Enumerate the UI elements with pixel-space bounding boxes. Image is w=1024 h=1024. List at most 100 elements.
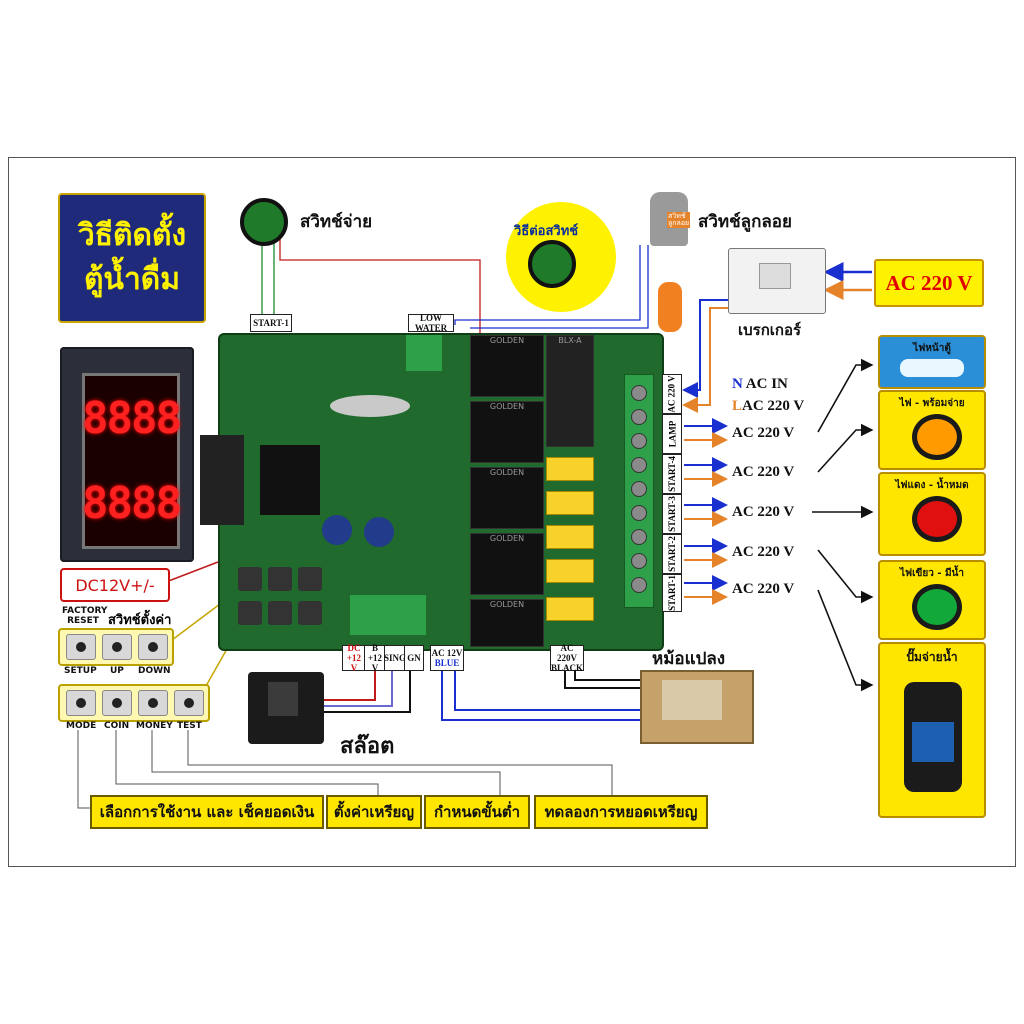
fuse-1 [546, 457, 594, 481]
terminal-start1-text: START-1 [667, 575, 678, 611]
sing-tag: SING [384, 645, 406, 671]
transformer-black-2 [574, 668, 650, 681]
test-button[interactable] [174, 690, 204, 716]
pump-label-plate [912, 722, 954, 762]
terminal-ac220-tag: AC 220 V [662, 374, 682, 414]
ac-in-n-text: AC IN [745, 376, 788, 392]
ac-out-start3: AC 220 V [732, 504, 795, 520]
pump-box: ปั๊มจ่ายน้ำ [878, 642, 986, 818]
bulb-icon [900, 359, 964, 377]
terminal-lamp-text: LAMP [667, 420, 677, 448]
up-label: UP [110, 666, 124, 676]
bottom-label-coin: ตั้งค่าเหรียญ [326, 795, 422, 829]
slot-blue [324, 668, 393, 707]
ac-in-l: L [732, 398, 743, 414]
orange-led-icon [912, 414, 962, 460]
display-connector [200, 435, 244, 525]
dc-tag-voltage: +12 V [346, 653, 362, 673]
onboard-buttons [238, 567, 330, 629]
red-lamp-box: ไฟแดง - น้ำหมด [878, 472, 986, 556]
push-switch-icon [528, 240, 576, 288]
terminal-lamp-tag: LAMP [662, 414, 682, 454]
led-display: 8888 8888 [60, 347, 194, 562]
b-tag: B+12 V [364, 643, 386, 673]
title-box: วิธีติดตั้ง ตู้น้ำดื่ม [58, 193, 206, 323]
red-lamp-caption: ไฟแดง - น้ำหมด [895, 480, 969, 491]
dc-label: DC12V+/- [60, 568, 170, 602]
battery-icon [330, 395, 410, 417]
switch-connect-circle: วิธีต่อสวิทช์ [506, 202, 616, 312]
transformer-blue [441, 668, 660, 721]
dc-tag-text: DC [347, 643, 361, 653]
up-button[interactable] [102, 634, 132, 660]
down-button[interactable] [138, 634, 168, 660]
transformer-blue-2 [454, 668, 660, 711]
capacitor-2 [364, 517, 394, 547]
breaker-label: เบรกเกอร์ [738, 321, 802, 339]
ac-in-l-text: AC 220 V [742, 398, 805, 414]
terminal-start2-tag: START-2 [662, 534, 682, 574]
terminal-start3-tag: START-3 [662, 494, 682, 534]
terminal-start4-text: START-4 [667, 456, 678, 492]
coin-button[interactable] [102, 690, 132, 716]
transformer-coil [662, 680, 722, 720]
red-led-icon [912, 496, 962, 542]
pump-icon [904, 682, 962, 792]
switch-connect-label: วิธีต่อสวิทช์ [514, 224, 579, 239]
relay-4: GOLDEN [470, 533, 544, 595]
relay-3: GOLDEN [470, 467, 544, 529]
bottom-leaders [77, 730, 613, 809]
down-label: DOWN [138, 666, 171, 676]
relay-1: GOLDEN [470, 335, 544, 397]
float-bob-icon [658, 282, 682, 332]
title-line1: วิธีติดตั้ง [77, 218, 187, 253]
mode-button[interactable] [66, 690, 96, 716]
main-relay: BLX-A [546, 335, 594, 447]
ac-out-lamp: AC 220 V [732, 425, 795, 441]
setup-button[interactable] [66, 634, 96, 660]
relay-2: GOLDEN [470, 401, 544, 463]
ac-in-n-label: N AC IN [732, 376, 788, 393]
terminal-ac220-text: AC 220 V [667, 375, 677, 413]
ac12-tag-text: AC 12V [431, 648, 463, 658]
ready-lamp-caption: ไฟ - พร้อมจ่าย [899, 398, 965, 409]
float-switch-wire [454, 245, 641, 325]
led-digits-bottom: 8888 [82, 478, 182, 529]
settings-switch-label: สวิทช์ตั้งค่า [108, 613, 172, 628]
coin-slot-face [268, 682, 298, 716]
b-tag-voltage: +12 V [367, 653, 383, 673]
coin-label: COIN [104, 721, 130, 731]
control-board: GOLDEN GOLDEN GOLDEN GOLDEN GOLDEN BLX-A [200, 333, 664, 651]
pay-switch-label: สวิทช์จ่าย [300, 212, 373, 232]
fuse-5 [546, 597, 594, 621]
terminal-start2-text: START-2 [667, 536, 678, 572]
front-lamp-box: ไฟหน้าตู้ [878, 335, 986, 389]
fuse-4 [546, 559, 594, 583]
lamp-arrows [812, 358, 874, 692]
front-lamp-caption: ไฟหน้าตู้ [913, 343, 951, 354]
relay-5: GOLDEN [470, 599, 544, 647]
money-button[interactable] [138, 690, 168, 716]
ac12-tag-color: BLUE [434, 658, 460, 668]
slot-black [324, 668, 411, 713]
setup-label: SETUP [64, 666, 97, 676]
coin-slot-label: สล๊อต [340, 734, 395, 759]
title-line2: ตู้น้ำดื่ม [83, 262, 181, 297]
mode-label: MODE [66, 721, 97, 731]
transformer-black [564, 668, 650, 689]
terminal-start3-text: START-3 [667, 496, 678, 532]
setup-button-panel [58, 628, 174, 666]
ac220-tag-text: AC 220V [557, 643, 577, 663]
low-water-terminal [406, 335, 442, 371]
bottom-label-mode: เลือกการใช้งาน และ เช็คยอดเงิน [90, 795, 324, 829]
bottom-label-test: ทดลองการหยอดเหรียญ [534, 795, 708, 829]
start1-tag: START-1 [250, 314, 292, 332]
dc-connector [165, 561, 219, 583]
mode-button-panel [58, 684, 210, 722]
ac-out-start1: AC 220 V [732, 581, 795, 597]
transformer-icon [640, 664, 754, 744]
ic-chip [260, 445, 320, 515]
